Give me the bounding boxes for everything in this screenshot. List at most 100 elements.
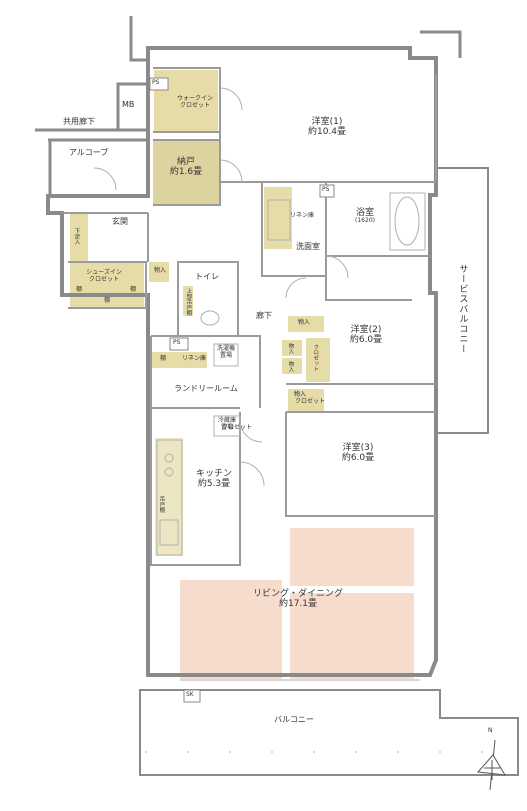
door-swing-2: [219, 159, 243, 183]
room-alcove: アルコーブ: [69, 148, 109, 157]
room-service-balcony: サービスバルコニー: [457, 264, 468, 354]
sink-counter: [267, 199, 291, 241]
shelf-label-4: 棚: [160, 355, 167, 362]
mono-label-1: 物入: [154, 267, 167, 274]
toilet-bowl: [200, 310, 220, 326]
top-left-wall: [129, 16, 148, 62]
ps-box-2: [319, 184, 335, 198]
stove-2: [164, 467, 174, 477]
upper-storage-fill: [183, 286, 193, 316]
mono-label-3: 物入: [287, 343, 294, 354]
fridge-label: 冷蔵庫 置場: [217, 417, 237, 431]
kitchen-counter: [156, 439, 183, 556]
details: [93, 75, 515, 753]
room-laundry: ランドリールーム: [174, 384, 238, 393]
linen-label-2: リネン庫: [182, 355, 207, 362]
room-western2-name: 洋室(2): [350, 325, 382, 335]
floor-markings: [180, 528, 414, 679]
room-shoes-in: シューズイン クロゼット: [86, 269, 122, 283]
mb-box: [116, 82, 150, 132]
room-western3-label: 洋室(3) 約6.0畳: [342, 443, 374, 464]
room-storage-name: 納戸: [176, 157, 196, 167]
shoe-cabinet-fill: [70, 213, 88, 263]
mono-fill-3: [282, 340, 302, 356]
floor-marking-top-right: [290, 528, 414, 586]
shelf-label-3: 棚: [104, 297, 111, 304]
door-swing-3: [285, 277, 307, 299]
room-kitchen-name: キッチン: [195, 469, 233, 479]
shelf-label-2: 棚: [130, 286, 137, 293]
kitchen-cabinet-label: 吊戸棚: [158, 496, 165, 513]
wall-w3-left: [285, 412, 436, 517]
floor-marking-left: [180, 580, 282, 679]
north-label: N: [488, 727, 493, 734]
closet-label-2: クロゼット: [295, 398, 326, 405]
walls: [35, 16, 519, 776]
room-bath-label: 浴室 (1620): [355, 208, 375, 225]
room-western1-name: 洋室(1): [311, 117, 343, 127]
room-living-label: リビング・ダイニング 約17.1畳: [253, 589, 343, 610]
mono-label-4: 物入: [287, 361, 294, 372]
mono-fill-4: [282, 358, 302, 374]
room-western3-area: 約6.0畳: [341, 453, 375, 464]
closet3-fill: [288, 389, 324, 411]
ps-label-3: PS: [173, 339, 181, 346]
service-balcony-outline: [436, 167, 489, 434]
linen-label-1: リネン庫: [290, 212, 315, 219]
room-kitchen-area: 約5.3畳: [197, 479, 231, 490]
door-swing-4: [325, 255, 349, 279]
shoes-closet-fill: [70, 263, 144, 308]
washer-box: [213, 343, 239, 367]
bathtub-inner: [394, 196, 420, 246]
room-western3-name: 洋室(3): [342, 443, 374, 453]
ps-label-2: PS: [322, 186, 330, 193]
room-storage-area: 約1.6畳: [169, 167, 203, 178]
room-western1-area: 約10.4畳: [307, 127, 347, 138]
wall-shoes: [68, 261, 147, 309]
mono-fill-1: [149, 262, 169, 282]
room-storage-label: 納戸 約1.6畳: [170, 157, 202, 178]
room-toilet: トイレ: [195, 272, 219, 281]
wall-laundry-top: [151, 335, 261, 408]
door-swing-1: [219, 87, 243, 111]
compass-icon: [476, 739, 506, 791]
wall-nando: [153, 139, 221, 206]
ps-box-3: [169, 337, 189, 351]
stove-1: [164, 453, 174, 463]
upper-storage-label: 上部吊戸棚: [185, 288, 192, 316]
ps-box-1: [149, 77, 169, 91]
room-living-name: リビング・ダイニング: [252, 589, 344, 599]
mono-label-2: 物入: [298, 319, 311, 326]
room-washroom: 洗面室: [296, 242, 320, 251]
room-western1-label: 洋室(1) 約10.4畳: [308, 117, 346, 138]
ps-label-1: PS: [152, 79, 160, 86]
closet2-fill: [306, 338, 330, 382]
top-right-wall: [420, 30, 462, 58]
room-common-corridor: 共用廊下: [63, 117, 95, 126]
wall-walkin: [153, 67, 221, 133]
small-boxes: [149, 77, 335, 703]
room-hallway: 廊下: [256, 311, 272, 320]
mono-fill-2: [288, 316, 324, 332]
door-swing-6: [93, 167, 117, 191]
room-western2-area: 約6.0畳: [349, 335, 383, 346]
wall-kitchen: [150, 408, 241, 566]
door-swing-5: [239, 461, 265, 487]
fridge-box: [213, 415, 241, 437]
sk-label: SK: [186, 691, 194, 698]
closet-label-3: クロゼット: [222, 424, 253, 431]
balcony-outline: [139, 689, 519, 776]
sink-kitchen: [159, 519, 179, 546]
room-walkin: ウォークイン クロゼット: [176, 95, 214, 109]
nando-fill: [153, 141, 220, 205]
room-western2-label: 洋室(2) 約6.0畳: [350, 325, 382, 346]
laundry-linen-fill: [151, 352, 207, 368]
mono-label-5: 物入: [294, 391, 307, 398]
washer-label: 洗濯機 置場: [216, 345, 236, 359]
room-entrance: 玄関: [112, 217, 128, 226]
room-kitchen-label: キッチン 約5.3畳: [196, 469, 232, 490]
room-living-area: 約17.1畳: [278, 599, 318, 610]
outer-wall: [46, 46, 438, 677]
sk-box: [183, 689, 201, 703]
